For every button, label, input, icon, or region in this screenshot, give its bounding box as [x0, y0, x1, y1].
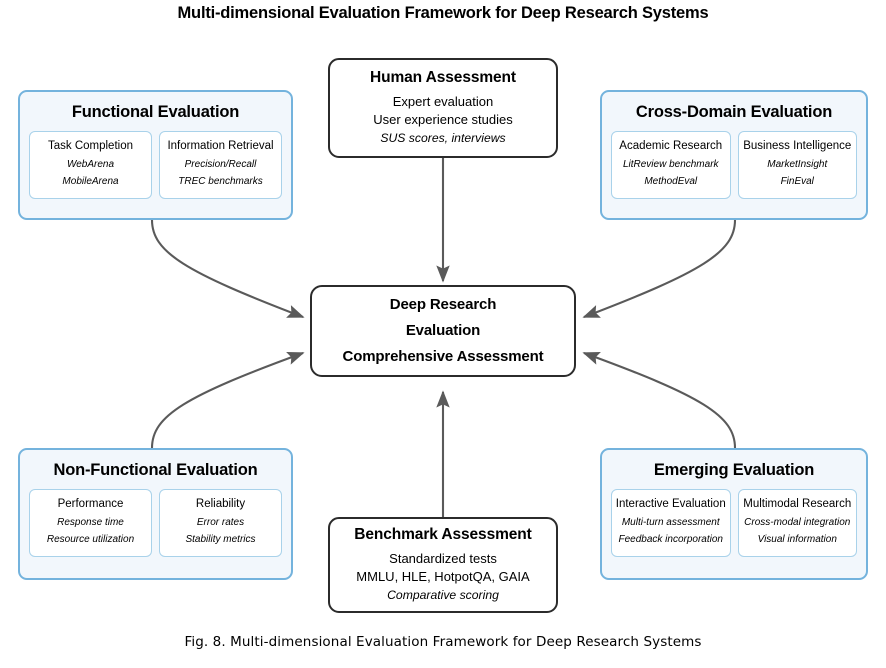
arrow-emerging-to-hub — [582, 352, 737, 449]
subbox-reliability-item-1: Error rates — [196, 516, 245, 528]
subbox-task-completion-title: Task Completion — [47, 140, 133, 152]
human-assessment-italic-line: SUS scores, interviews — [380, 130, 506, 145]
subbox-reliability-title: Reliability — [195, 498, 246, 510]
subbox-information-retrieval[interactable]: Information Retrieval Precision/Recall T… — [159, 131, 282, 199]
subbox-performance[interactable]: Performance Response time Resource utili… — [29, 489, 152, 557]
benchmark-assessment-box[interactable]: Benchmark Assessment Standardized tests … — [328, 517, 558, 613]
human-assessment-line-2: User experience studies — [373, 112, 513, 128]
subbox-information-retrieval-item-2: TREC benchmarks — [178, 176, 263, 188]
subbox-multimodal-research-title: Multimodal Research — [743, 498, 852, 510]
arrow-nonfunctional-to-hub — [150, 352, 305, 449]
subbox-business-intelligence-item-1: MarketInsight — [767, 158, 828, 170]
panel-cross-domain-evaluation[interactable]: Cross-Domain Evaluation Academic Researc… — [600, 90, 868, 220]
panel-emerging-evaluation[interactable]: Emerging Evaluation Interactive Evaluati… — [600, 448, 868, 580]
subbox-interactive-evaluation-item-2: Feedback incorporation — [618, 534, 723, 546]
subbox-multimodal-research-item-1: Cross-modal integration — [744, 516, 851, 528]
panel-non-functional-evaluation-title: Non-Functional Evaluation — [53, 461, 258, 479]
subbox-performance-item-2: Resource utilization — [46, 534, 135, 546]
panel-functional-evaluation-subboxes: Task Completion WebArena MobileArena Inf… — [20, 131, 291, 209]
subbox-academic-research-item-2: MethodEval — [644, 176, 698, 188]
panel-functional-evaluation-title: Functional Evaluation — [71, 103, 240, 121]
subbox-multimodal-research[interactable]: Multimodal Research Cross-modal integrat… — [737, 489, 857, 557]
arrow-functional-to-hub — [150, 219, 305, 318]
panel-non-functional-evaluation-subboxes: Performance Response time Resource utili… — [20, 489, 291, 567]
subbox-academic-research[interactable]: Academic Research LitReview benchmark Me… — [611, 131, 731, 199]
panel-cross-domain-evaluation-subboxes: Academic Research LitReview benchmark Me… — [602, 131, 866, 209]
subbox-interactive-evaluation-title: Interactive Evaluation — [615, 498, 726, 510]
panel-functional-evaluation[interactable]: Functional Evaluation Task Completion We… — [18, 90, 293, 220]
panel-emerging-evaluation-subboxes: Interactive Evaluation Multi-turn assess… — [602, 489, 866, 567]
hub-deep-research-evaluation[interactable]: Deep Research Evaluation Comprehensive A… — [310, 285, 576, 377]
human-assessment-title: Human Assessment — [370, 68, 516, 86]
subbox-task-completion-item-2: MobileArena — [62, 176, 119, 188]
subbox-business-intelligence[interactable]: Business Intelligence MarketInsight FinE… — [737, 131, 857, 199]
subbox-task-completion-item-1: WebArena — [66, 158, 115, 170]
benchmark-assessment-line-2: MMLU, HLE, HotpotQA, GAIA — [356, 569, 530, 585]
panel-non-functional-evaluation[interactable]: Non-Functional Evaluation Performance Re… — [18, 448, 293, 580]
subbox-interactive-evaluation[interactable]: Interactive Evaluation Multi-turn assess… — [611, 489, 731, 557]
subbox-reliability-item-2: Stability metrics — [185, 534, 256, 546]
subbox-multimodal-research-item-2: Visual information — [757, 534, 837, 546]
subbox-academic-research-item-1: LitReview benchmark — [622, 158, 719, 170]
hub-line-2: Evaluation — [405, 322, 481, 340]
hub-line-1: Deep Research — [389, 296, 497, 314]
subbox-business-intelligence-title: Business Intelligence — [743, 140, 852, 152]
panel-emerging-evaluation-title: Emerging Evaluation — [653, 461, 815, 479]
benchmark-assessment-line-1: Standardized tests — [389, 550, 497, 566]
panel-cross-domain-evaluation-title: Cross-Domain Evaluation — [635, 103, 833, 121]
subbox-performance-title: Performance — [57, 498, 124, 510]
human-assessment-box[interactable]: Human Assessment Expert evaluation User … — [328, 58, 558, 158]
subbox-information-retrieval-item-1: Precision/Recall — [184, 158, 257, 170]
subbox-information-retrieval-title: Information Retrieval — [167, 140, 274, 152]
page-title: Multi-dimensional Evaluation Framework f… — [177, 4, 709, 22]
subbox-task-completion[interactable]: Task Completion WebArena MobileArena — [29, 131, 152, 199]
subbox-reliability[interactable]: Reliability Error rates Stability metric… — [159, 489, 282, 557]
subbox-academic-research-title: Academic Research — [619, 140, 723, 152]
benchmark-assessment-italic-line: Comparative scoring — [387, 587, 499, 602]
subbox-interactive-evaluation-item-1: Multi-turn assessment — [621, 516, 720, 528]
subbox-performance-item-1: Response time — [57, 516, 124, 528]
subbox-business-intelligence-item-2: FinEval — [780, 176, 814, 188]
human-assessment-line-1: Expert evaluation — [392, 93, 494, 109]
arrow-crossdomain-to-hub — [582, 219, 737, 318]
benchmark-assessment-title: Benchmark Assessment — [354, 525, 532, 543]
hub-line-3: Comprehensive Assessment — [342, 347, 544, 365]
figure-caption: Fig. 8. Multi-dimensional Evaluation Fra… — [184, 634, 702, 650]
